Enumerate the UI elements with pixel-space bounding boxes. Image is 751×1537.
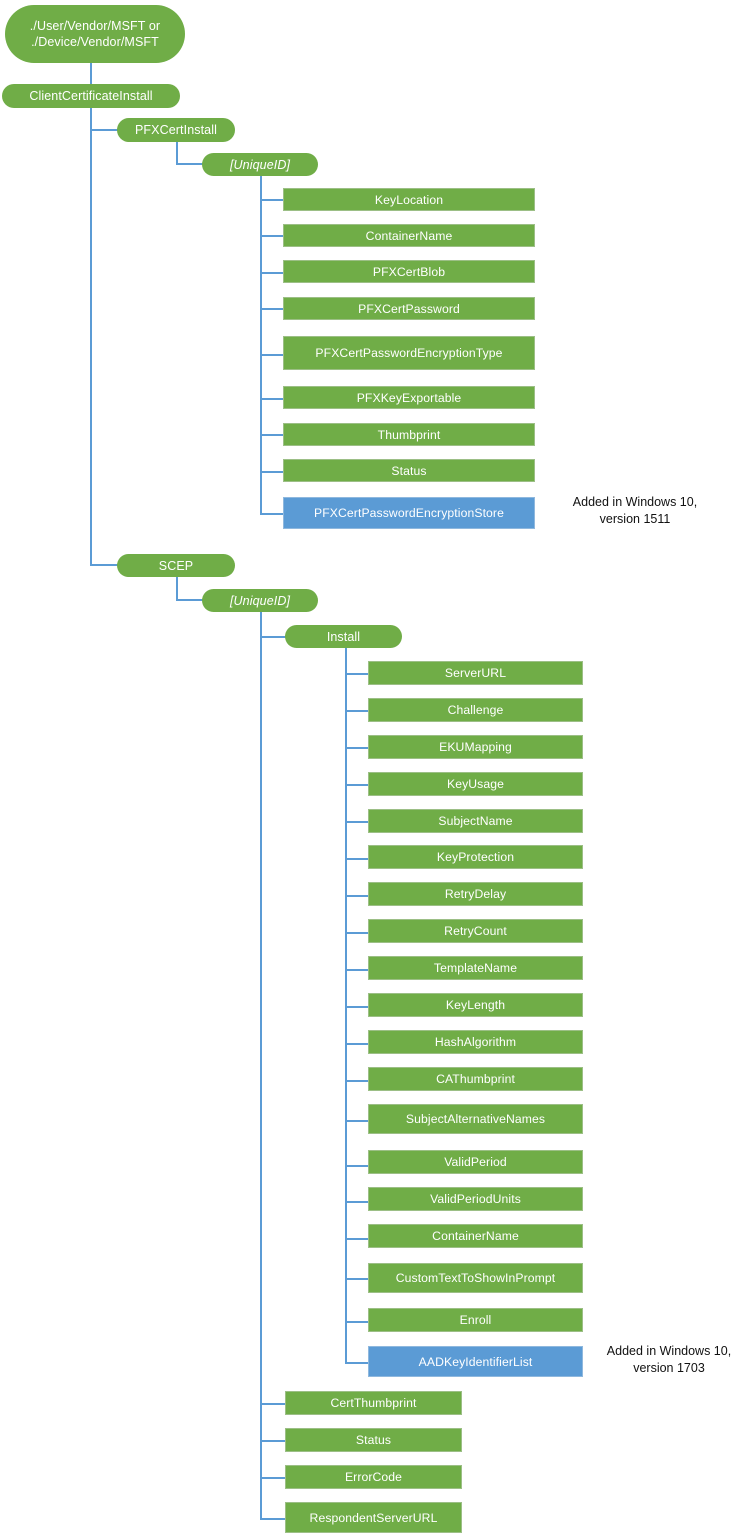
connector-pfx-child-3: [260, 308, 283, 310]
leaf-validperiodunits[interactable]: ValidPeriodUnits: [368, 1187, 583, 1211]
node-clientcertificateinstall[interactable]: ClientCertificateInstall: [2, 84, 180, 108]
connector-scep-uniqueid-child-0: [260, 1403, 285, 1405]
leaf-keyprotection[interactable]: KeyProtection: [368, 845, 583, 869]
connector-level1-to-scep: [90, 564, 119, 566]
leaf-keyusage[interactable]: KeyUsage: [368, 772, 583, 796]
leaf-templatename[interactable]: TemplateName: [368, 956, 583, 980]
connector-scep-uniqueid-child-2: [260, 1477, 285, 1479]
connector-install-child-9: [345, 1006, 368, 1008]
connector-scep-uniqueid-child-3: [260, 1518, 285, 1520]
connector-install-child-16: [345, 1278, 368, 1280]
connector-install-child-2: [345, 747, 368, 749]
connector-pfx-to-uniqueid-v: [176, 142, 178, 164]
node-scep[interactable]: SCEP: [117, 554, 235, 577]
connector-install-child-7: [345, 932, 368, 934]
leaf-subjectname[interactable]: SubjectName: [368, 809, 583, 833]
leaf-challenge[interactable]: Challenge: [368, 698, 583, 722]
leaf-thumbprint[interactable]: Thumbprint: [283, 423, 535, 446]
connector-install-child-11: [345, 1080, 368, 1082]
connector-root-to-level1: [90, 63, 92, 84]
connector-scep-to-install: [260, 636, 287, 638]
leaf-pfxcertpasswordencryptiontype[interactable]: PFXCertPasswordEncryptionType: [283, 336, 535, 370]
node-pfxcertinstall[interactable]: PFXCertInstall: [117, 118, 235, 142]
connector-install-child-3: [345, 784, 368, 786]
connector-pfx-child-6: [260, 434, 283, 436]
leaf-customtexttoshowinprompt[interactable]: CustomTextToShowInPrompt: [368, 1263, 583, 1293]
leaf-certthumbprint[interactable]: CertThumbprint: [285, 1391, 462, 1415]
connector-pfx-child-4: [260, 354, 283, 356]
connector-install-child-5: [345, 858, 368, 860]
note-added-windows10-1511: Added in Windows 10, version 1511: [572, 495, 698, 526]
leaf-serverurl[interactable]: ServerURL: [368, 661, 583, 685]
connector-install-child-14: [345, 1201, 368, 1203]
leaf-pfxcertblob[interactable]: PFXCertBlob: [283, 260, 535, 283]
connector-install-child-15: [345, 1238, 368, 1240]
connector-install-child-13: [345, 1165, 368, 1167]
leaf-status-pfx[interactable]: Status: [283, 459, 535, 482]
leaf-aadkeyidentifierlist[interactable]: AADKeyIdentifierList: [368, 1346, 583, 1377]
connector-level1-to-pfx: [90, 129, 119, 131]
connector-pfx-child-5: [260, 398, 283, 400]
leaf-retrycount[interactable]: RetryCount: [368, 919, 583, 943]
leaf-containername-scep[interactable]: ContainerName: [368, 1224, 583, 1248]
leaf-cathumbprint[interactable]: CAThumbprint: [368, 1067, 583, 1091]
connector-pfx-child-0: [260, 199, 283, 201]
connector-pfx-child-7: [260, 471, 283, 473]
connector-scep-to-uniqueid-v: [176, 577, 178, 599]
connector-install-child-18: [345, 1362, 368, 1364]
node-scep-uniqueid[interactable]: [UniqueID]: [202, 589, 318, 612]
leaf-retrydelay[interactable]: RetryDelay: [368, 882, 583, 906]
leaf-keylength[interactable]: KeyLength: [368, 993, 583, 1017]
leaf-status-scep[interactable]: Status: [285, 1428, 462, 1452]
leaf-containername-pfx[interactable]: ContainerName: [283, 224, 535, 247]
connector-install-child-1: [345, 710, 368, 712]
connector-scep-uniqueid-child-1: [260, 1440, 285, 1442]
leaf-ekumapping[interactable]: EKUMapping: [368, 735, 583, 759]
note-added-windows10-1703: Added in Windows 10, version 1703: [606, 1344, 732, 1375]
connector-pfx-uniqueid-trunk: [260, 176, 262, 514]
node-pfx-uniqueid[interactable]: [UniqueID]: [202, 153, 318, 176]
leaf-pfxkeyexportable[interactable]: PFXKeyExportable: [283, 386, 535, 409]
connector-install-child-6: [345, 895, 368, 897]
leaf-errorcode[interactable]: ErrorCode: [285, 1465, 462, 1489]
leaf-respondentserverurl[interactable]: RespondentServerURL: [285, 1502, 462, 1533]
connector-scep-to-uniqueid-h: [176, 599, 204, 601]
connector-install-child-4: [345, 821, 368, 823]
leaf-enroll[interactable]: Enroll: [368, 1308, 583, 1332]
leaf-keylocation[interactable]: KeyLocation: [283, 188, 535, 211]
node-install[interactable]: Install: [285, 625, 402, 648]
connector-install-child-0: [345, 673, 368, 675]
connector-scep-uniqueid-trunk: [260, 612, 262, 1518]
connector-pfx-child-2: [260, 272, 283, 274]
connector-level1-trunk: [90, 108, 92, 566]
connector-pfx-child-1: [260, 235, 283, 237]
connector-install-child-17: [345, 1321, 368, 1323]
connector-install-trunk: [345, 648, 347, 1363]
connector-pfx-to-uniqueid-h: [176, 163, 204, 165]
leaf-pfxcertpasswordencryptionstore[interactable]: PFXCertPasswordEncryptionStore: [283, 497, 535, 529]
leaf-subjectalternativenames[interactable]: SubjectAlternativeNames: [368, 1104, 583, 1134]
leaf-hashalgorithm[interactable]: HashAlgorithm: [368, 1030, 583, 1054]
connector-install-child-10: [345, 1043, 368, 1045]
connector-install-child-12: [345, 1120, 368, 1122]
leaf-validperiod[interactable]: ValidPeriod: [368, 1150, 583, 1174]
connector-pfx-child-8: [260, 513, 283, 515]
node-root[interactable]: ./User/Vendor/MSFT or ./Device/Vendor/MS…: [5, 5, 185, 63]
connector-install-child-8: [345, 969, 368, 971]
leaf-pfxcertpassword[interactable]: PFXCertPassword: [283, 297, 535, 320]
